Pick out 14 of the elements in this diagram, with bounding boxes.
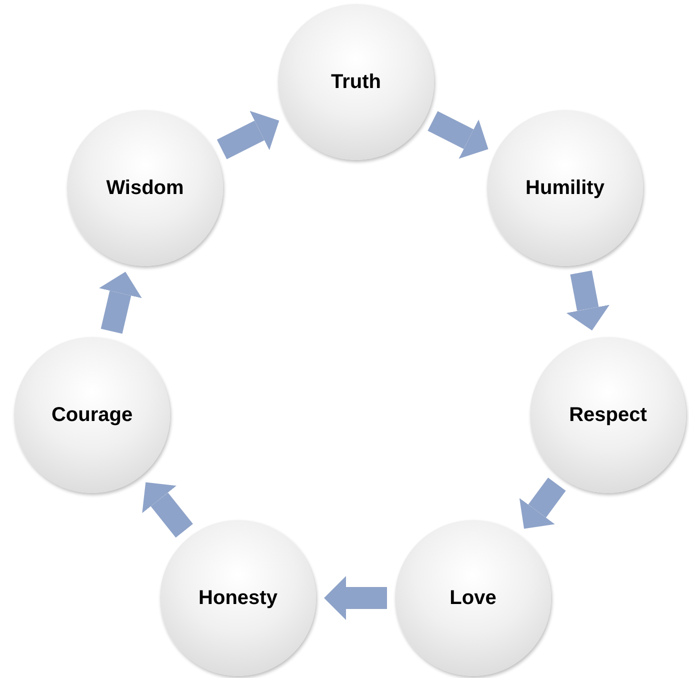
node-label: Wisdom xyxy=(106,176,184,200)
node-label: Honesty xyxy=(198,586,278,610)
block-arrow xyxy=(216,110,280,160)
block-arrow xyxy=(142,482,193,538)
node-label: Truth xyxy=(331,70,381,94)
block-arrow xyxy=(428,111,488,159)
block-arrow xyxy=(324,576,387,620)
node-label: Humility xyxy=(526,176,604,200)
node-label: Love xyxy=(450,586,496,610)
node-label: Respect xyxy=(569,404,647,426)
block-arrow xyxy=(566,270,610,330)
node-label: Courage xyxy=(51,404,133,426)
block-arrow xyxy=(99,272,142,334)
block-arrow xyxy=(519,478,566,529)
